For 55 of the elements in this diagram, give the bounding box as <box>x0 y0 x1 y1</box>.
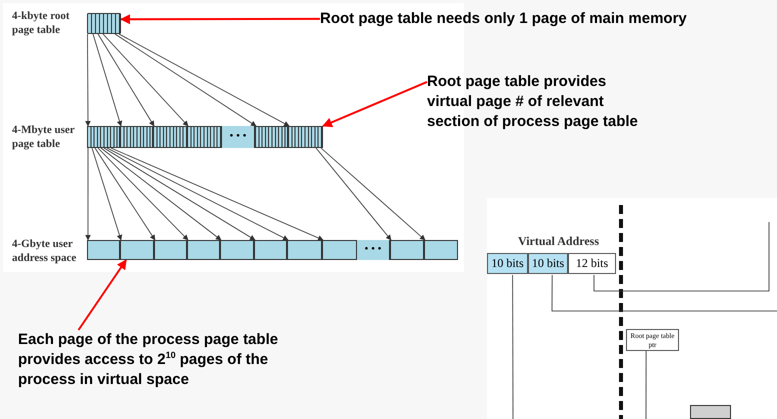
page-frame <box>87 240 120 260</box>
table-segment <box>120 126 153 148</box>
annotation-text: Root page table needs only 1 page of main memory <box>320 9 775 31</box>
connector-line <box>512 274 514 419</box>
memory-box <box>690 405 731 419</box>
connector-line <box>552 274 777 312</box>
table-segment: • • • <box>222 126 255 148</box>
arrow <box>92 34 122 127</box>
bit-field: 10 bits <box>487 253 528 274</box>
arrow <box>118 34 290 126</box>
arrow <box>98 148 188 240</box>
arrow <box>120 14 320 24</box>
page-frame <box>120 240 154 260</box>
arrow <box>78 259 127 331</box>
page-table-bar <box>87 13 121 34</box>
annotation-text: Each page of the process page table provides access to 2$^{10}$ pages of the process in virtual space <box>18 330 293 416</box>
bit-field: 12 bits <box>568 253 616 274</box>
arrow <box>104 148 256 240</box>
page-frame <box>287 240 322 260</box>
page-table-bar <box>87 126 323 148</box>
arrow <box>85 34 91 127</box>
page-frame: • • • <box>357 240 390 260</box>
page-frame <box>390 240 424 260</box>
arrow <box>110 148 324 241</box>
arrow <box>94 148 156 240</box>
arrow <box>98 34 154 126</box>
arrow <box>322 80 428 128</box>
page-frame <box>424 240 458 260</box>
page-frame <box>322 240 357 260</box>
annotation-text: Root page table provides virtual page # of relevant section of process page table <box>427 72 652 138</box>
page-frame <box>187 240 220 260</box>
address-space-bar <box>87 240 458 260</box>
table-segment <box>87 126 120 148</box>
table-label: 4-kbyte root page table <box>12 9 71 37</box>
table-label: 4-Gbyte user address space <box>12 237 78 265</box>
arrow <box>320 148 426 240</box>
arrow <box>106 148 289 240</box>
heading: Virtual Address <box>518 234 600 249</box>
bit-field: 10 bits <box>528 253 568 274</box>
arrow <box>100 148 222 240</box>
page-frame <box>220 240 254 260</box>
table-segment <box>187 126 222 148</box>
connector-line <box>594 222 770 292</box>
arrow <box>92 148 122 241</box>
arrow <box>102 34 188 126</box>
table-segment <box>255 126 288 148</box>
connector-line <box>646 350 647 419</box>
table-label: 4-Mbyte user page table <box>12 123 76 151</box>
page-frame <box>254 240 287 260</box>
page-frame <box>154 240 187 260</box>
table-segment <box>288 126 323 148</box>
table-segment <box>153 126 187 148</box>
arrow <box>114 34 256 126</box>
arrow <box>85 148 91 241</box>
arrow <box>316 148 392 240</box>
